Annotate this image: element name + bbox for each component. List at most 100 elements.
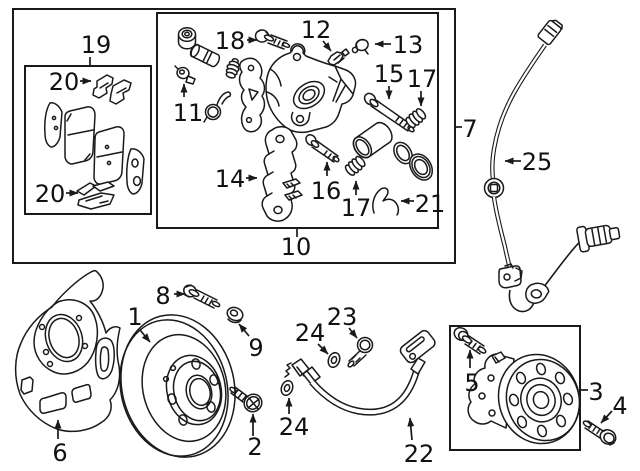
callout-label: 17: [341, 194, 372, 222]
callout-15: 15: [374, 60, 405, 100]
callout-label: 11: [173, 99, 204, 127]
pad-shim-inner: [44, 102, 63, 148]
pad-shim-outer: [126, 148, 145, 195]
callout-arrow: [348, 327, 358, 339]
hub-box: [449, 325, 581, 451]
callout-17: 17: [407, 65, 438, 107]
guide-rod-lower: [305, 134, 340, 163]
callout-23: 23: [327, 303, 358, 339]
guide-bushing-grommet: [225, 58, 240, 79]
pad-kit-box: [24, 65, 152, 215]
caliper-piston: [352, 121, 393, 159]
callout-24: 24: [295, 319, 329, 355]
brake-pad-inner: [64, 106, 96, 165]
callout-label: 2: [247, 433, 262, 461]
callout-label: 8: [155, 282, 170, 310]
pad-spring-clip: [372, 187, 400, 216]
callout-arrow: [600, 410, 613, 424]
hub-bolt: [582, 420, 617, 446]
upper-assembly-box: [12, 8, 456, 264]
callout-label: 16: [311, 177, 342, 205]
callout-label: 14: [215, 165, 246, 193]
callout-label: 15: [374, 60, 405, 88]
guide-pin-bolt: [254, 29, 291, 50]
lock-washer: [226, 306, 244, 324]
callout-label: 20: [49, 68, 80, 96]
callout-22: 22: [404, 417, 435, 468]
callout-label: 10: [281, 233, 312, 261]
sleeve-nut: [177, 26, 197, 50]
callout-arrow: [317, 343, 329, 355]
callout-label: 3: [588, 378, 603, 406]
callout-label: 23: [327, 303, 358, 331]
abs-sensor-harness: [483, 19, 621, 313]
callout-16: 16: [311, 161, 342, 205]
callout-label: 24: [279, 413, 310, 441]
callout-8: 8: [155, 282, 186, 310]
callout-9: 9: [238, 323, 264, 362]
callout-label: 7: [462, 115, 477, 143]
callout-arrow: [238, 323, 250, 337]
caliper-carrier-bracket: [261, 126, 303, 222]
bleeder-screw: [327, 48, 350, 66]
callout-arrow: [407, 417, 415, 441]
callout-label: 19: [81, 31, 112, 59]
callout-20: 20: [35, 180, 79, 208]
guide-sleeve: [189, 43, 221, 68]
callout-25: 25: [504, 148, 553, 176]
return-spring: [203, 91, 232, 123]
banjo-bolt: [347, 336, 374, 368]
pad-retainer-clip-upper: [92, 74, 132, 105]
callout-label: 20: [35, 180, 66, 208]
callout-21: 21: [400, 190, 446, 218]
callout-label: 9: [248, 334, 263, 362]
brake-pad-outer: [93, 126, 125, 185]
callout-label: 25: [522, 148, 553, 176]
wheel-stud: [453, 326, 487, 355]
callout-1: 1: [127, 303, 151, 343]
guide-rod-upper: [363, 92, 415, 133]
callout-2: 2: [247, 413, 263, 461]
rotor-set-screw: [229, 386, 263, 413]
pad-wear-indicator-clip: [174, 65, 196, 85]
callout-18: 18: [215, 27, 258, 55]
caliper-body: [265, 43, 357, 134]
callout-6: 6: [52, 419, 68, 467]
callout-24: 24: [279, 397, 310, 441]
callout-label: 21: [415, 190, 446, 218]
callout-label: 4: [612, 392, 627, 420]
callout-12: 12: [301, 16, 332, 52]
callout-arrow: [139, 329, 151, 343]
pad-retainer-clip-lower: [76, 181, 115, 210]
callout-7: 7: [456, 115, 478, 143]
callout-label: 24: [295, 319, 326, 347]
brake-hose: [284, 329, 436, 416]
callout-17: 17: [341, 180, 372, 222]
callout-label: 17: [407, 65, 438, 93]
callout-5: 5: [464, 349, 480, 397]
hose-washer-lower: [280, 379, 294, 397]
hub-bearing-assembly: [467, 351, 581, 445]
callout-20: 20: [49, 68, 92, 96]
callout-13: 13: [374, 31, 424, 59]
piston-dust-boot-ring: [408, 153, 434, 181]
callout-label: 12: [301, 16, 332, 44]
callout-label: 22: [404, 440, 435, 468]
callout-label: 1: [127, 303, 142, 331]
shield-bolt: [183, 284, 221, 309]
callout-19: 19: [81, 31, 112, 66]
caliper-dust-plate: [238, 57, 266, 133]
callout-label: 5: [464, 369, 479, 397]
hose-washer-upper: [327, 351, 341, 369]
callout-label: 13: [393, 31, 424, 59]
callout-11: 11: [173, 83, 204, 127]
callout-label: 18: [215, 27, 246, 55]
callout-label: 6: [52, 439, 67, 467]
callout-14: 14: [215, 165, 258, 193]
guide-pin-boot-lower: [344, 155, 366, 176]
brake-rotor: [119, 314, 236, 458]
bleeder-cap: [351, 38, 369, 55]
